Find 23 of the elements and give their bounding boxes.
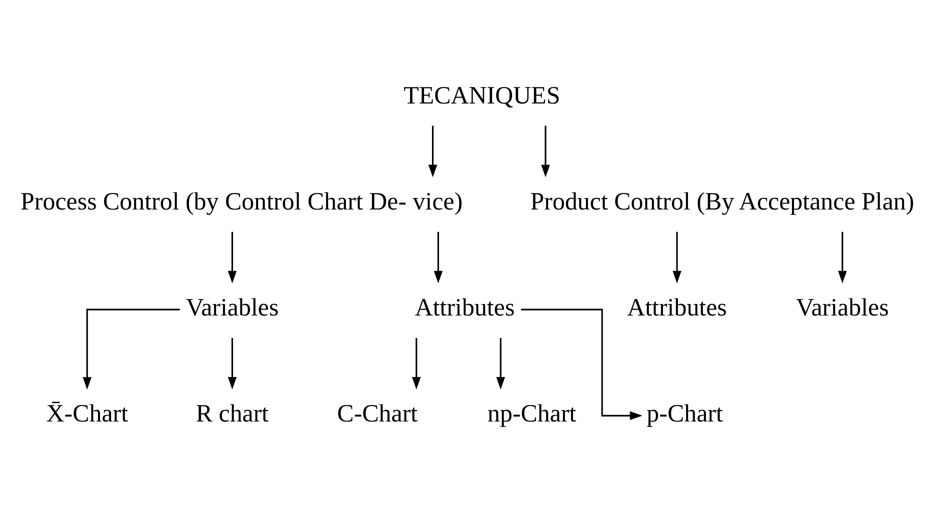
arrow: [434, 232, 443, 284]
node-text: np-Chart: [488, 400, 576, 428]
arrow: [541, 126, 550, 178]
arrow: [228, 338, 237, 390]
arrow: [82, 308, 180, 390]
node-text: Product Control (By Acceptance Plan): [530, 188, 914, 216]
node-text: Attributes: [414, 294, 515, 322]
arrow: [228, 232, 237, 284]
arrow: [672, 232, 682, 284]
arrow: [428, 126, 438, 178]
node-text: Attributes: [627, 294, 727, 322]
node-text: R chart: [196, 400, 269, 428]
arrow: [521, 308, 642, 420]
node-text: C-Chart: [337, 400, 418, 428]
node-text: Variables: [186, 294, 279, 322]
node-text: Process Control (by Control Chart De- vice): [20, 188, 463, 216]
node-text: Variables: [796, 294, 889, 322]
node-text: TECANIQUES: [404, 82, 560, 110]
arrow: [838, 232, 847, 284]
node-text: p-Chart: [646, 400, 723, 428]
arrow: [412, 338, 421, 390]
node-text: X̄-Chart: [46, 400, 128, 428]
arrow: [496, 338, 506, 390]
